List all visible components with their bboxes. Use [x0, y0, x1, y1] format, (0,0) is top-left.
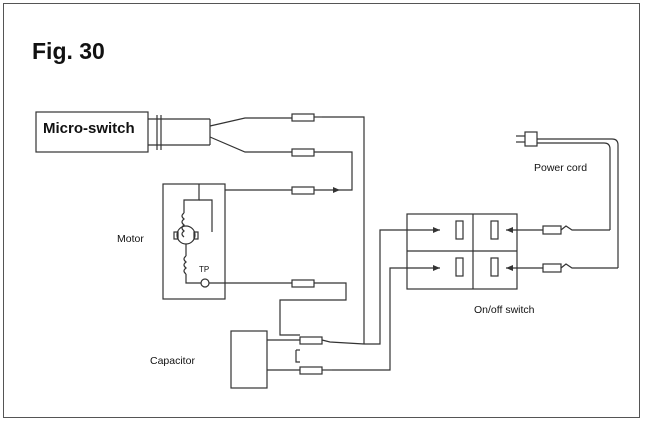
capacitor-label: Capacitor — [150, 355, 195, 367]
terminal-cap-2 — [299, 366, 323, 375]
motor-symbol — [176, 225, 196, 245]
tp-label: TP — [199, 265, 210, 274]
tp-symbol — [200, 278, 210, 288]
figure-frame — [3, 3, 640, 418]
terminal-motor-1 — [291, 186, 315, 195]
micro-switch-box — [35, 111, 149, 153]
micro-switch-label: Micro-switch — [43, 120, 135, 137]
terminal-micro-2 — [291, 148, 315, 157]
on-off-switch-label: On/off switch — [474, 304, 535, 316]
motor-label: Motor — [117, 233, 144, 245]
figure-title: Fig. 30 — [32, 38, 105, 64]
terminal-micro-1 — [291, 113, 315, 122]
terminal-motor-2 — [291, 279, 315, 288]
terminal-cap-1 — [299, 336, 323, 345]
motor-box — [162, 183, 226, 300]
terminal-power-2 — [542, 263, 562, 273]
power-plug — [524, 131, 538, 147]
capacitor-box — [230, 330, 268, 389]
power-cord-label: Power cord — [534, 162, 588, 174]
terminal-power-1 — [542, 225, 562, 235]
